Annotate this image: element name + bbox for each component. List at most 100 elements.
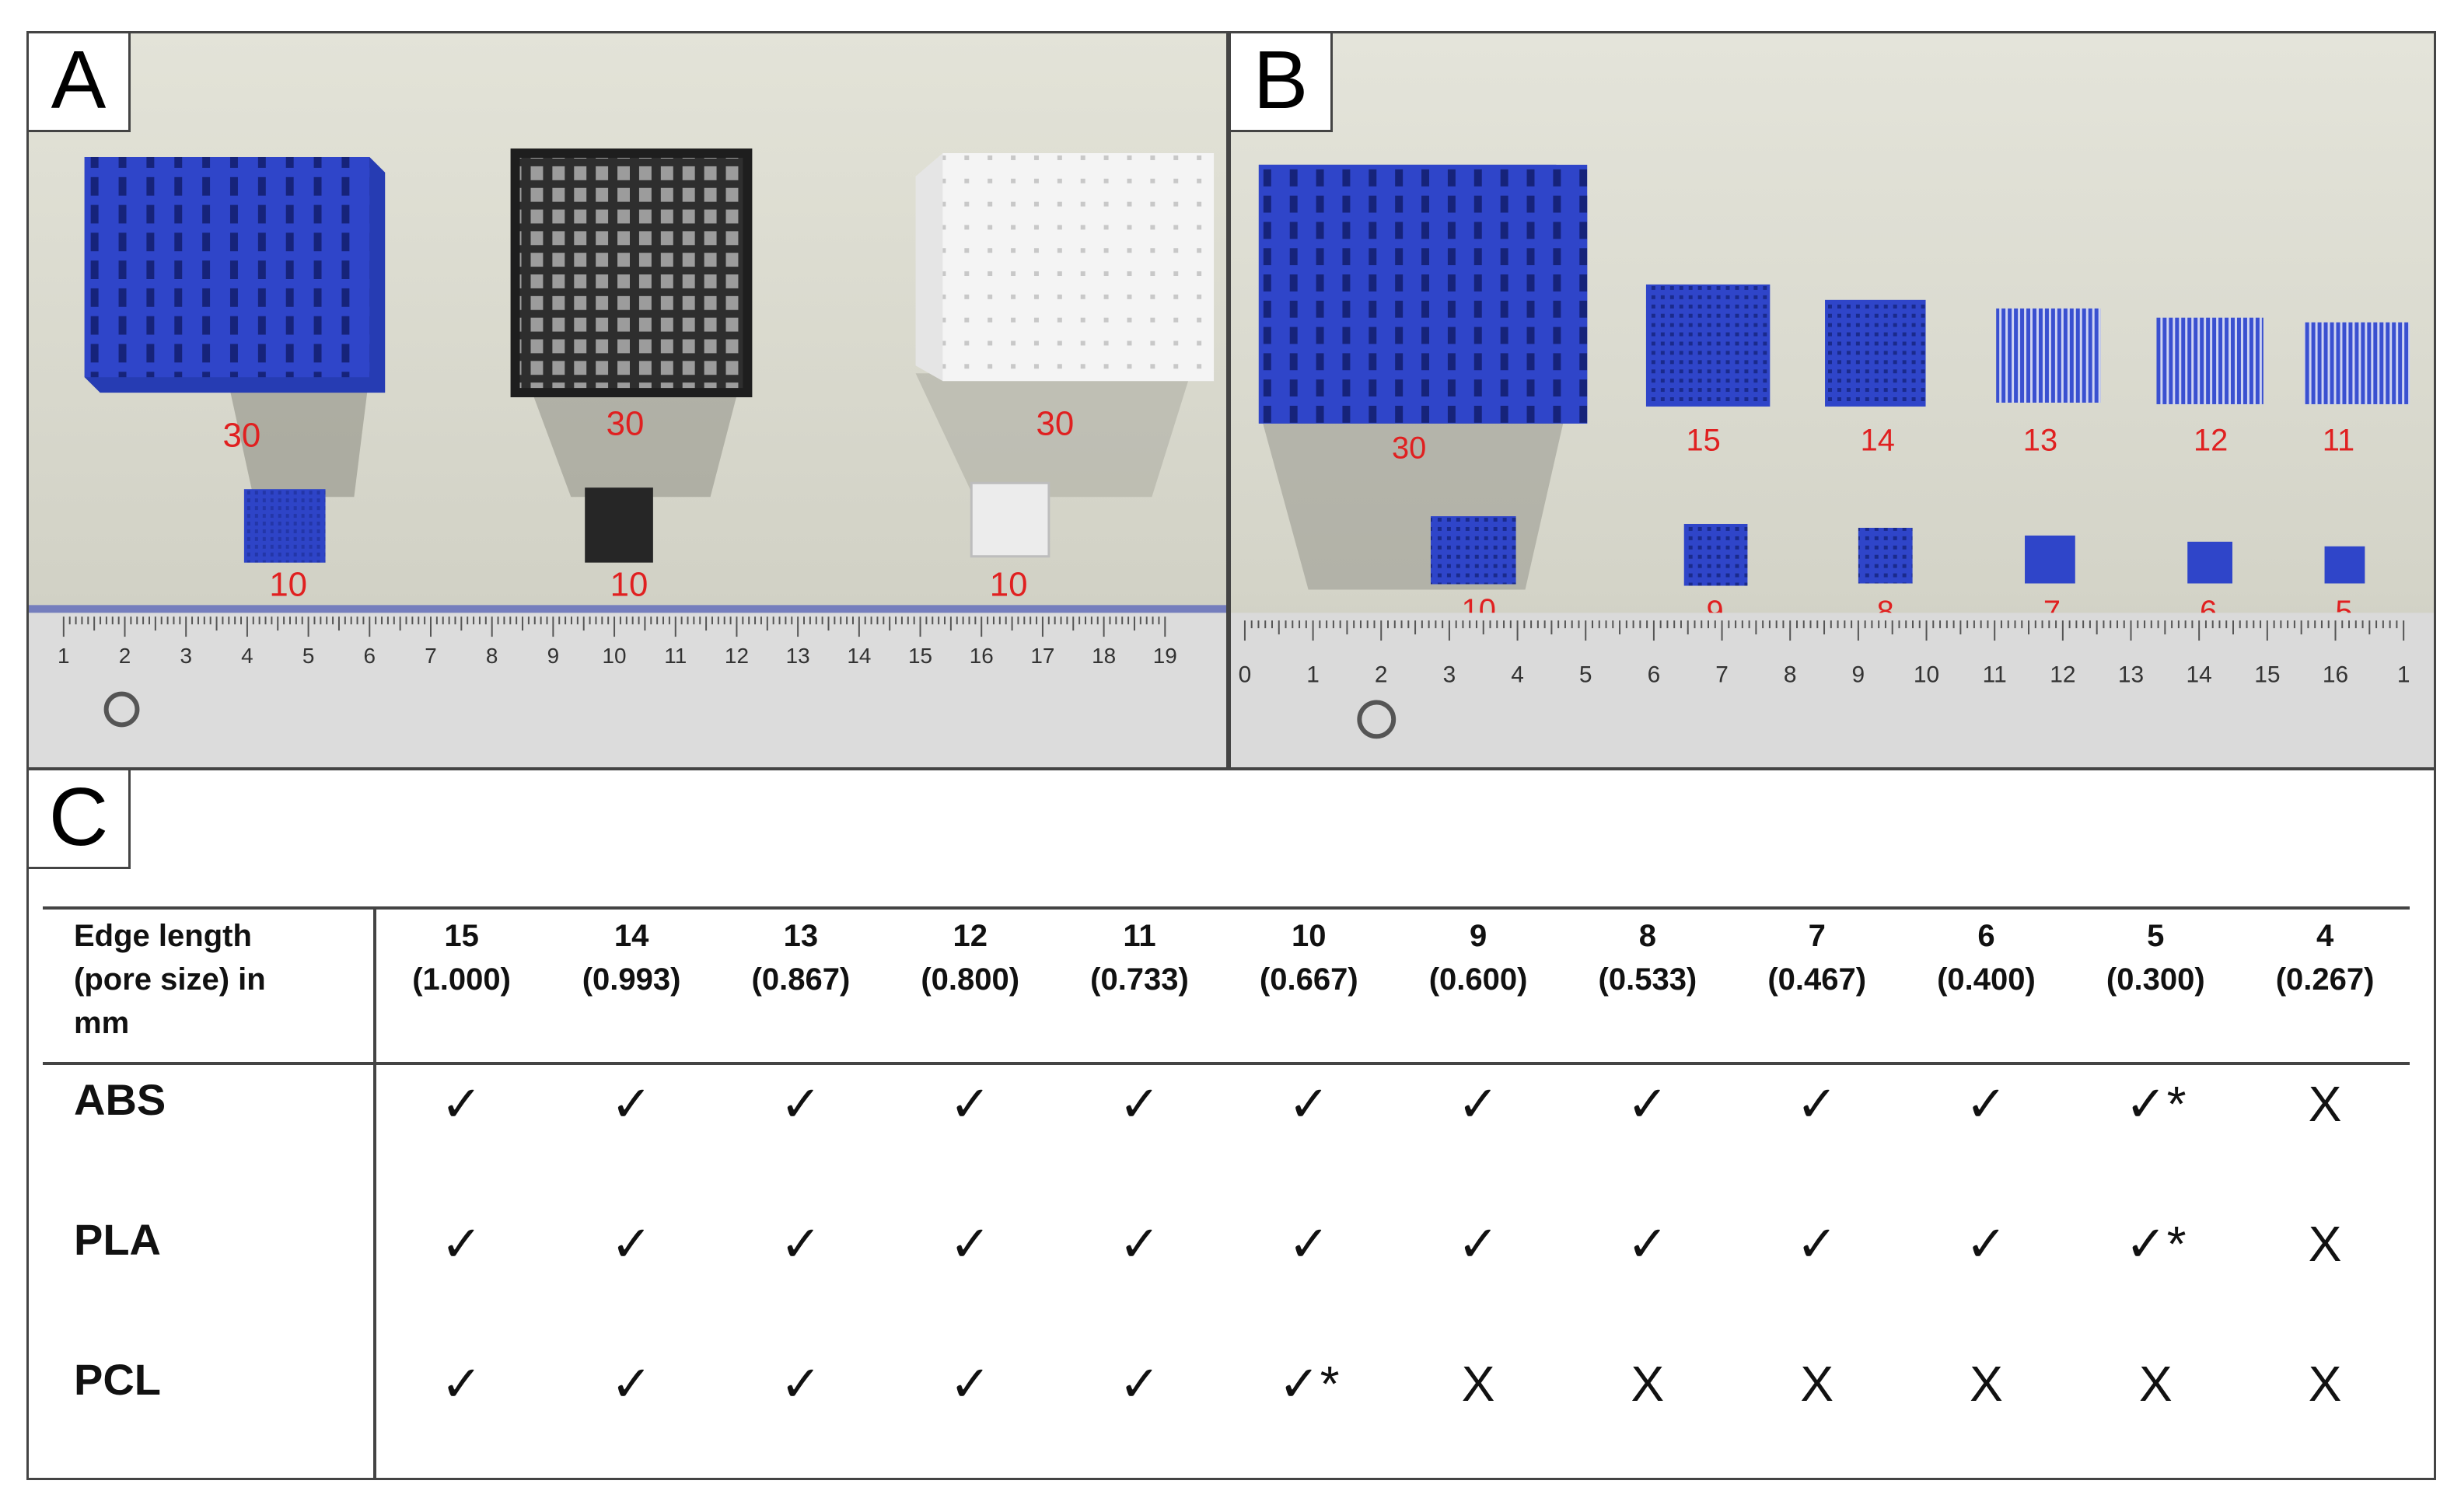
scaffold-9-cube xyxy=(1683,523,1748,586)
edge-length-value: 11 xyxy=(1123,919,1156,953)
result-cell: ✓* xyxy=(2125,1076,2187,1132)
column-header: 14(0.993) xyxy=(547,908,716,1063)
edge-length-value: 12 xyxy=(953,919,988,953)
column-header: 8(0.533) xyxy=(1563,908,1732,1063)
scaffold-14-cube xyxy=(1825,299,1926,407)
result-cell: ✓ xyxy=(1795,1216,1838,1272)
edge-length-value: 6 xyxy=(1977,919,1995,953)
table-row: ABS✓✓✓✓✓✓✓✓✓✓✓*X xyxy=(43,1063,2410,1205)
pcl-large-cube xyxy=(915,153,1215,382)
column-header: 11(0.733) xyxy=(1055,908,1225,1063)
scaffold-6-cube xyxy=(2187,541,2233,584)
result-cell: ✓ xyxy=(1965,1076,2008,1132)
panel-label-c: C xyxy=(29,770,131,869)
ruler-number: 2 xyxy=(1375,662,1388,688)
scaffold-30-cube xyxy=(1258,164,1588,424)
cube-label: 10 xyxy=(269,565,307,603)
result-cell: ✓ xyxy=(440,1216,483,1272)
pore-size-value: (0.267) xyxy=(2275,962,2375,997)
result-cell: ✓ xyxy=(440,1076,483,1132)
edge-length-value: 7 xyxy=(1808,919,1826,953)
pore-size-value: (0.867) xyxy=(751,962,851,997)
pla-large-cube xyxy=(510,148,753,398)
column-header: 4 (0.267) xyxy=(2240,908,2410,1063)
result-cell: ✓* xyxy=(2125,1216,2187,1272)
panel-label-a: A xyxy=(29,33,131,132)
pla-small-cube xyxy=(585,487,653,563)
ruler-number: 15 xyxy=(908,644,932,668)
ruler-number: 6 xyxy=(364,644,376,668)
result-cell: ✓ xyxy=(1457,1076,1499,1132)
result-cell: X xyxy=(2308,1216,2342,1272)
ruler-number: 9 xyxy=(1852,662,1865,688)
ruler-number: 1 xyxy=(1306,662,1320,688)
table-header-row: Edge length (pore size) in mm 15(1.000)1… xyxy=(43,908,2410,1063)
pore-size-value: (0.300) xyxy=(2106,962,2205,997)
ruler-number: 2 xyxy=(119,644,131,668)
ruler-number: 4 xyxy=(1511,662,1524,688)
edge-length-value: 4 xyxy=(2316,919,2334,953)
ruler-number: 11 xyxy=(664,644,687,668)
pore-size-value: (0.667) xyxy=(1259,962,1358,997)
panel-label-b: B xyxy=(1231,33,1333,132)
material-name: PLA xyxy=(43,1205,376,1345)
result-cell: ✓ xyxy=(780,1076,822,1132)
column-header: 6 (0.400) xyxy=(1902,908,2071,1063)
result-cell: ✓ xyxy=(780,1356,822,1412)
ruler-number: 18 xyxy=(1092,644,1116,668)
ruler-number: 1 xyxy=(2397,662,2410,688)
pore-size-value: (0.400) xyxy=(1937,962,2036,997)
ruler-number: 5 xyxy=(1579,662,1592,688)
ruler-number: 0 xyxy=(1239,662,1252,688)
ruler-number: 7 xyxy=(1715,662,1729,688)
edge-length-value: 8 xyxy=(1638,919,1657,953)
scaffold-8-cube xyxy=(1858,527,1913,584)
result-cell: ✓ xyxy=(1627,1076,1669,1132)
ruler-number: 1 xyxy=(58,644,70,668)
material-name: ABS xyxy=(43,1063,376,1205)
ruler-number: 3 xyxy=(180,644,192,668)
result-cell: ✓ xyxy=(610,1216,652,1272)
header-line: (pore size) in xyxy=(74,962,266,997)
result-cell: ✓ xyxy=(1627,1216,1669,1272)
ruler-number: 8 xyxy=(486,644,498,668)
abs-small-cube xyxy=(243,489,326,563)
print-feasibility-table: Edge length (pore size) in mm 15(1.000)1… xyxy=(43,906,2410,1478)
ruler-number: 14 xyxy=(847,644,871,668)
ruler-number: 10 xyxy=(603,644,627,668)
ruler-number: 16 xyxy=(2323,662,2348,688)
ruler-number: 5 xyxy=(302,644,315,668)
result-cell: ✓* xyxy=(1278,1356,1340,1412)
result-cell: X xyxy=(1970,1356,2003,1412)
result-cell: ✓ xyxy=(1457,1216,1499,1272)
pore-size-value: (1.000) xyxy=(412,962,511,997)
ruler-number: 12 xyxy=(2050,662,2075,688)
pore-size-value: (0.600) xyxy=(1428,962,1528,997)
cube-label: 30 xyxy=(223,417,261,455)
result-cell: ✓ xyxy=(440,1356,483,1412)
result-cell: ✓ xyxy=(610,1076,652,1132)
scaffold-13-cube xyxy=(1996,308,2101,403)
scaffold-15-cube xyxy=(1645,284,1771,407)
cube-label: 12 xyxy=(2194,424,2228,458)
ruler-number: 15 xyxy=(2254,662,2280,688)
scaffold-7-cube xyxy=(2025,535,2075,584)
ruler-number: 8 xyxy=(1784,662,1797,688)
result-cell: ✓ xyxy=(1118,1076,1161,1132)
result-cell: X xyxy=(2138,1356,2173,1412)
column-header: 5(0.300) xyxy=(2071,908,2240,1063)
ruler-number: 4 xyxy=(241,644,253,668)
cube-label: 10 xyxy=(990,565,1028,603)
scaffold-11-cube xyxy=(2304,322,2410,404)
result-cell: ✓ xyxy=(1288,1216,1330,1272)
ruler-number: 19 xyxy=(1153,644,1177,668)
result-cell: X xyxy=(2308,1356,2342,1412)
edge-length-value: 13 xyxy=(783,919,819,953)
ruler-number: 3 xyxy=(1443,662,1456,688)
